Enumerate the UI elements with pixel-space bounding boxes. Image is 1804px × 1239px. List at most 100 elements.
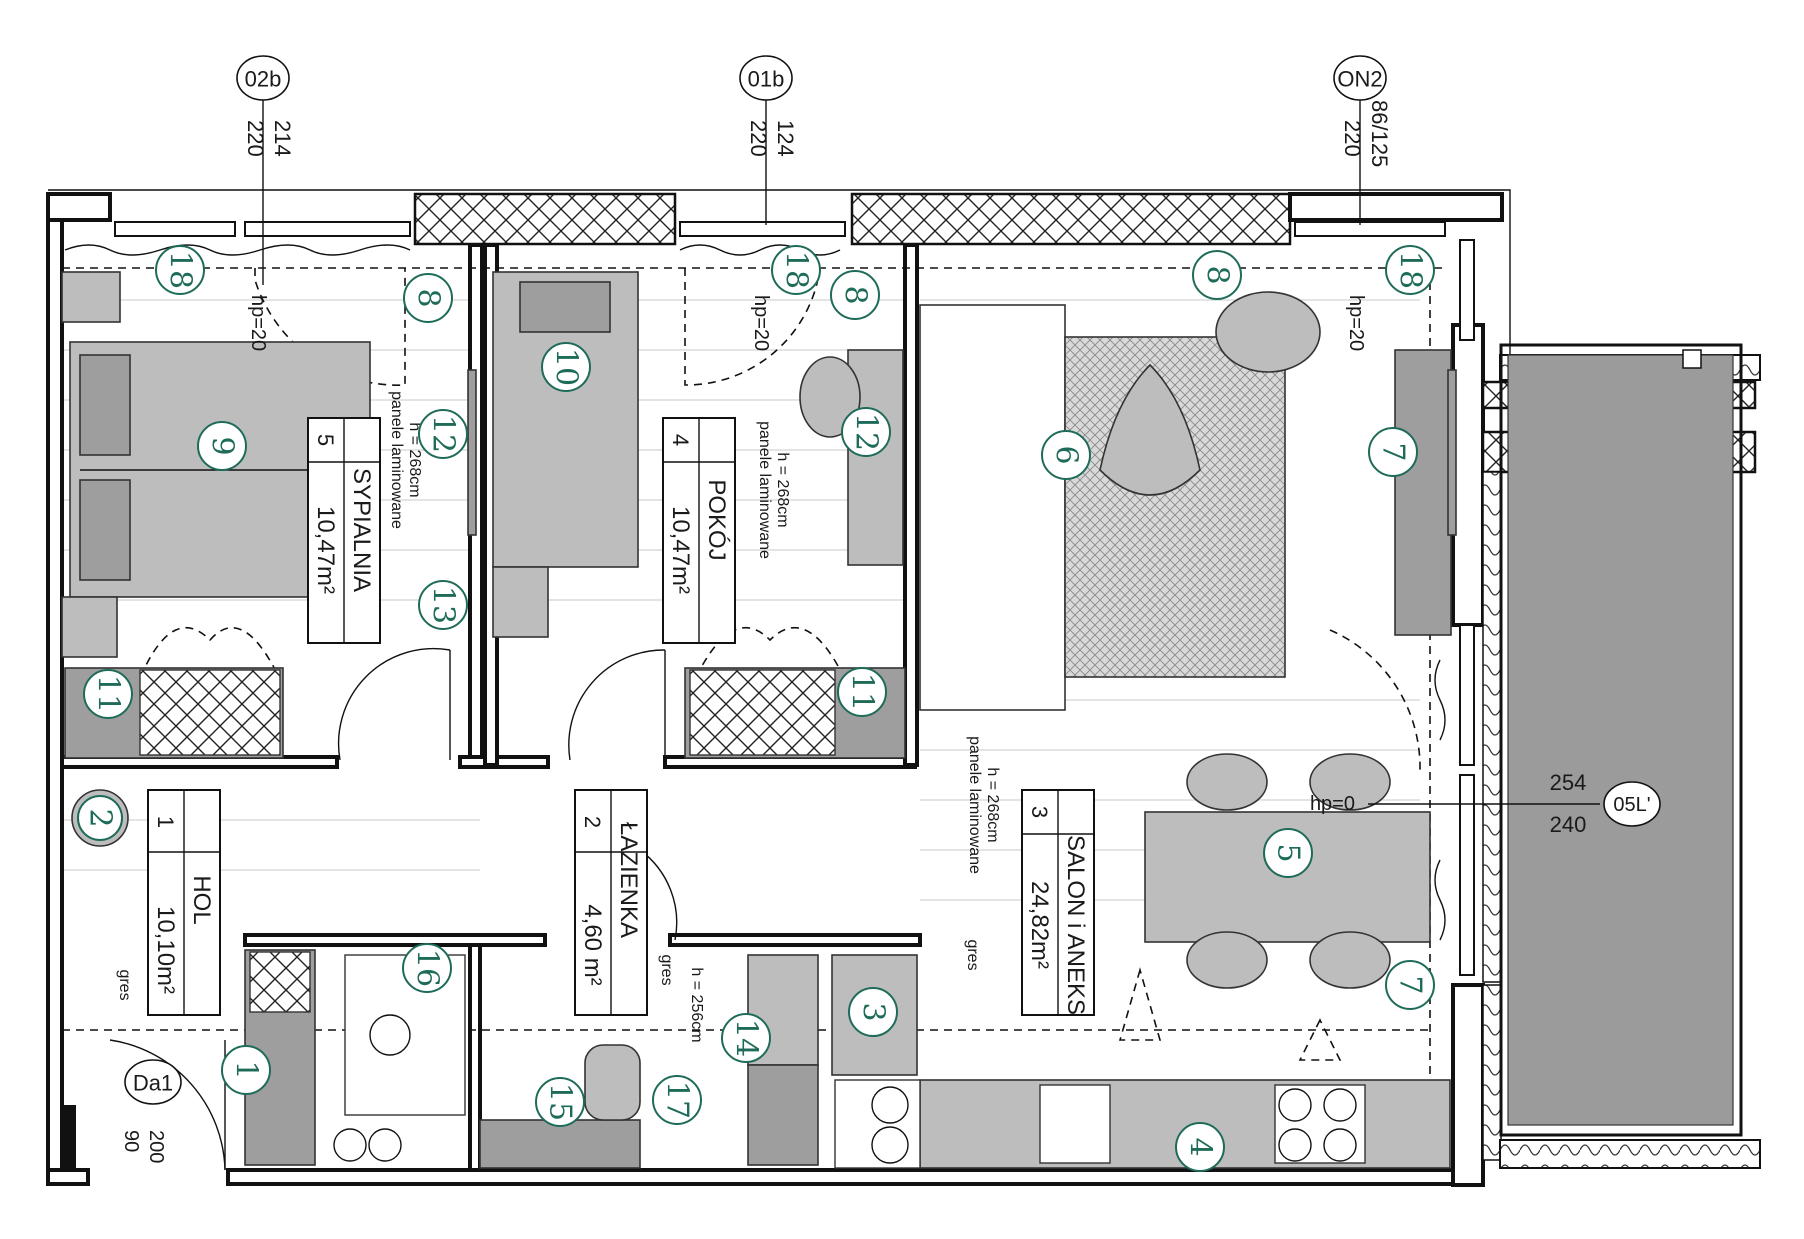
room-label-sypialnia: 5 SYPIALNIA 10,47m² h = 268cm panele lam… bbox=[307, 391, 423, 644]
svg-text:2: 2 bbox=[83, 808, 118, 827]
item-badge-12: 12 bbox=[418, 409, 468, 459]
window-width: 86/125 bbox=[1367, 100, 1392, 167]
item-badge-16: 16 bbox=[402, 943, 452, 993]
room-area: 24,82m² bbox=[1026, 881, 1053, 969]
svg-text:12: 12 bbox=[426, 415, 461, 453]
door-width: 254 bbox=[1550, 770, 1587, 795]
svg-text:6: 6 bbox=[1049, 445, 1084, 464]
room-label-salon: 3 SALON i ANEKS 24,82m² h = 268cm panele… bbox=[964, 736, 1095, 1016]
room-name: HOL bbox=[188, 875, 215, 924]
room-height-note: h = 268cm bbox=[774, 452, 791, 527]
door-height: 200 bbox=[145, 1130, 167, 1163]
furniture bbox=[61, 271, 1457, 1170]
room-area: 10,47m² bbox=[312, 506, 339, 594]
svg-text:11: 11 bbox=[91, 675, 126, 713]
room-floor-note: panele laminowane bbox=[756, 421, 773, 559]
svg-text:9: 9 bbox=[205, 436, 240, 455]
window-height: 220 bbox=[746, 120, 771, 157]
room-height-note: h = 268cm bbox=[984, 767, 1001, 842]
sill-height-label: hp=20 bbox=[1345, 295, 1367, 351]
item-badge-3: 3 bbox=[848, 987, 898, 1037]
svg-text:15: 15 bbox=[543, 1083, 578, 1121]
room-label-hol: 1 HOL 10,10m² gres bbox=[116, 789, 221, 1016]
svg-text:7: 7 bbox=[1376, 442, 1411, 461]
room-area: 4,60 m² bbox=[579, 904, 606, 985]
window-height: 220 bbox=[1340, 120, 1365, 157]
svg-text:18: 18 bbox=[163, 251, 198, 289]
room-label-pokoj: 4 POKÓJ 10,47m² h = 268cm panele laminow… bbox=[662, 417, 791, 644]
svg-text:12: 12 bbox=[849, 413, 884, 451]
door-marker-05l: hp=0 254 240 05L' bbox=[1310, 770, 1661, 837]
item-badge-18: 18 bbox=[155, 245, 205, 295]
item-badge-1: 1 bbox=[221, 1045, 271, 1095]
doors bbox=[109, 647, 678, 1171]
door-marker-da1: Da1 90 200 bbox=[120, 1059, 182, 1163]
window-marker-id: ON2 bbox=[1337, 67, 1382, 92]
svg-text:14: 14 bbox=[729, 1019, 764, 1057]
svg-text:4: 4 bbox=[1183, 1137, 1218, 1156]
room-height-note: h = 268cm bbox=[406, 422, 423, 497]
room-name: ŁAZIENKA bbox=[615, 822, 642, 938]
sill-height-label: hp=20 bbox=[247, 295, 269, 351]
window-width: 214 bbox=[270, 120, 295, 157]
svg-text:18: 18 bbox=[1393, 251, 1428, 289]
room-area: 10,47m² bbox=[667, 506, 694, 594]
room-number: 2 bbox=[580, 816, 605, 828]
item-badge-17: 17 bbox=[652, 1075, 702, 1125]
item-badge-11: 11 bbox=[83, 669, 133, 719]
item-badge-18: 18 bbox=[771, 245, 821, 295]
window-marker-id: 01b bbox=[748, 67, 785, 92]
item-badge-18: 18 bbox=[1385, 245, 1435, 295]
window-marker-on2: ON2 220 86/125 bbox=[1333, 55, 1392, 225]
item-badge-5: 5 bbox=[1263, 828, 1313, 878]
window-height: 220 bbox=[243, 120, 268, 157]
svg-text:8: 8 bbox=[411, 288, 446, 307]
door-height: 240 bbox=[1550, 812, 1587, 837]
outer-walls bbox=[46, 189, 1761, 1187]
room-label-lazienka: 2 ŁAZIENKA 4,60 m² h = 256cm gres bbox=[574, 789, 705, 1043]
item-badges: 18 8 9 12 13 11 10 18 8 12 11 8 18 6 7 2… bbox=[77, 245, 1435, 1172]
svg-text:16: 16 bbox=[410, 949, 445, 987]
windows bbox=[64, 221, 1475, 976]
room-number: 1 bbox=[153, 816, 178, 828]
svg-text:13: 13 bbox=[426, 586, 461, 624]
room-name: SALON i ANEKS bbox=[1062, 835, 1089, 1015]
item-badge-15: 15 bbox=[535, 1077, 585, 1127]
window-marker-id: 02b bbox=[245, 67, 282, 92]
room-number: 5 bbox=[313, 434, 338, 446]
window-marker-02b: 02b 220 214 bbox=[236, 55, 295, 285]
svg-text:11: 11 bbox=[845, 673, 880, 711]
item-badge-9: 9 bbox=[197, 421, 247, 471]
item-badge-7: 7 bbox=[1368, 427, 1418, 477]
room-number: 4 bbox=[668, 434, 693, 446]
svg-text:5: 5 bbox=[1271, 843, 1306, 862]
item-badge-2: 2 bbox=[77, 795, 123, 841]
svg-text:17: 17 bbox=[660, 1081, 695, 1119]
item-badge-14: 14 bbox=[721, 1013, 771, 1063]
room-number: 3 bbox=[1027, 806, 1052, 818]
sill-height-label: hp=20 bbox=[750, 295, 772, 351]
item-badge-11: 11 bbox=[837, 667, 887, 717]
room-height-note: h = 256cm bbox=[688, 967, 705, 1042]
room-floor-note: panele laminowane bbox=[966, 736, 983, 874]
item-badge-8: 8 bbox=[403, 273, 453, 323]
window-width: 124 bbox=[773, 120, 798, 157]
item-badge-4: 4 bbox=[1175, 1122, 1225, 1172]
room-floor-note: gres bbox=[658, 954, 675, 985]
sill-height-label: hp=0 bbox=[1310, 793, 1355, 815]
svg-text:3: 3 bbox=[856, 1002, 891, 1021]
window-marker-01b: 01b 220 124 bbox=[739, 55, 798, 225]
room-name: POKÓJ bbox=[703, 479, 730, 560]
room-floor-note: panele laminowane bbox=[388, 391, 405, 529]
salon-floor-note: gres bbox=[964, 939, 981, 970]
svg-text:10: 10 bbox=[549, 348, 584, 386]
item-badge-10: 10 bbox=[541, 342, 591, 392]
svg-text:7: 7 bbox=[1393, 975, 1428, 994]
item-badge-7: 7 bbox=[1385, 960, 1435, 1010]
item-badge-8: 8 bbox=[830, 270, 880, 320]
room-area: 10,10m² bbox=[152, 906, 179, 994]
svg-text:18: 18 bbox=[779, 251, 814, 289]
item-badge-8: 8 bbox=[1192, 250, 1242, 300]
room-name: SYPIALNIA bbox=[348, 468, 375, 592]
